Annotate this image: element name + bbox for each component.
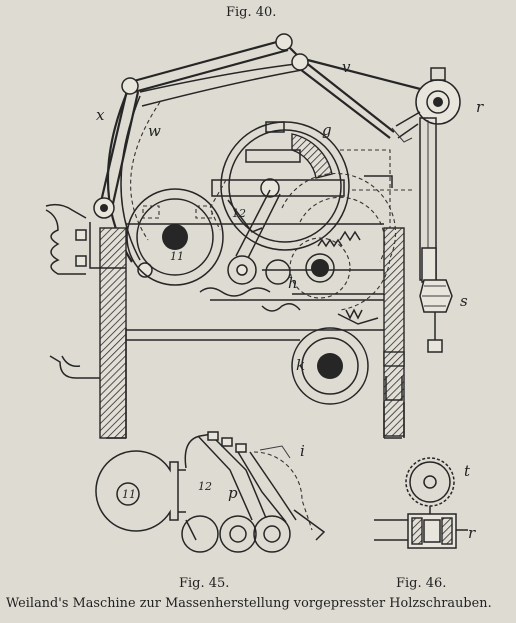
fig46-drawing bbox=[374, 457, 468, 549]
fig40-wheel-11 bbox=[126, 188, 224, 286]
fig45-label-i: i bbox=[300, 442, 305, 460]
fig40-label-g: g bbox=[322, 121, 332, 139]
fig40-drawing bbox=[45, 33, 461, 439]
fig40-gear-segment bbox=[281, 172, 397, 311]
fig40-label-12: 12 bbox=[232, 207, 246, 220]
fig46-label-r: r bbox=[468, 524, 476, 542]
fig40-label-w: w bbox=[148, 122, 161, 140]
fig40-label-v: v bbox=[342, 58, 351, 76]
fig46-label-t: t bbox=[464, 462, 471, 480]
fig40-lever-linkage bbox=[93, 33, 433, 278]
fig45-label-11: 11 bbox=[122, 488, 136, 501]
fig40-label-11: 11 bbox=[170, 250, 184, 263]
fig40-head-r bbox=[391, 67, 461, 143]
plate-caption: Weiland's Maschine zur Massenherstellung… bbox=[6, 596, 492, 611]
fig45-label-12: 12 bbox=[198, 480, 212, 493]
fig40-label-k: k bbox=[296, 356, 305, 374]
fig45-drawing bbox=[95, 431, 326, 553]
fig40-right-column bbox=[419, 117, 453, 353]
fig40-label-r: r bbox=[476, 98, 484, 116]
fig40-wheel-k bbox=[291, 327, 405, 405]
fig40-caption: Fig. 40. bbox=[226, 5, 277, 20]
fig40-label-h: h bbox=[288, 274, 298, 292]
fig40-label-x: x bbox=[96, 106, 105, 124]
fig40-label-s: s bbox=[460, 292, 468, 310]
fig40-wheel-g bbox=[209, 121, 412, 251]
fig46-caption: Fig. 46. bbox=[396, 576, 447, 591]
fig40-frame bbox=[45, 203, 405, 439]
fig45-label-p: p bbox=[228, 484, 238, 502]
fig45-caption: Fig. 45. bbox=[179, 576, 230, 591]
fig40-feet bbox=[383, 376, 405, 438]
fig40-lower-mechanism bbox=[199, 189, 384, 325]
